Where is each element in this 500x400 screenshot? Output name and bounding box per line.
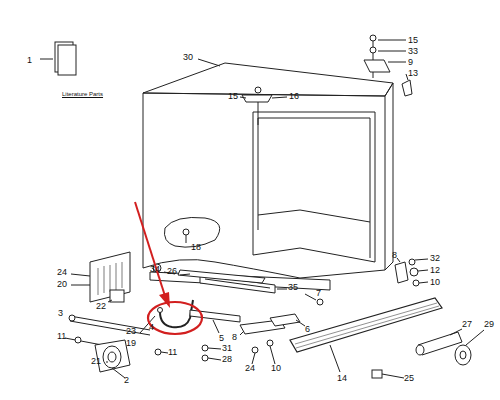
callout-number: 18 bbox=[191, 243, 201, 252]
callout-number: 27 bbox=[462, 320, 472, 329]
callout-number: 11 bbox=[57, 332, 66, 341]
callout-number: 22 bbox=[96, 302, 106, 311]
callout-number: 29 bbox=[484, 320, 494, 329]
callout-number: 14 bbox=[337, 374, 347, 383]
callout-number: 31 bbox=[222, 344, 232, 353]
callout-number: 12 bbox=[430, 266, 440, 275]
callout-number: 35 bbox=[288, 283, 298, 292]
callout-number: 15 bbox=[408, 36, 418, 45]
callout-number: 20 bbox=[57, 280, 67, 289]
callout-number: 28 bbox=[222, 355, 232, 364]
callout-number: 6 bbox=[305, 325, 310, 334]
callout-number: 25 bbox=[404, 374, 414, 383]
callout-number: 3 bbox=[58, 309, 63, 318]
callout-number: 30 bbox=[183, 53, 193, 62]
callout-number: 9 bbox=[408, 58, 413, 67]
callout-number: 26 bbox=[167, 267, 177, 276]
callout-number: 21 bbox=[91, 357, 101, 366]
callout-number: 1 bbox=[27, 56, 32, 65]
callout-number: 5 bbox=[219, 334, 224, 343]
callout-number: 32 bbox=[430, 254, 440, 263]
callout-number: 15 bbox=[228, 92, 238, 101]
callout-number: 13 bbox=[408, 69, 418, 78]
literature-label: Literature Parts bbox=[62, 91, 103, 97]
callout-number: 33 bbox=[408, 47, 418, 56]
callout-number: 24 bbox=[245, 364, 255, 373]
callout-number: 24 bbox=[57, 268, 67, 277]
callout-number: 4 bbox=[149, 323, 154, 332]
callout-number: 16 bbox=[289, 92, 299, 101]
callout-number: 34 bbox=[150, 265, 160, 274]
callout-number: 8 bbox=[392, 251, 397, 260]
callout-number: 2 bbox=[124, 376, 129, 385]
callout-number: 11 bbox=[168, 348, 177, 357]
callout-number: 10 bbox=[271, 364, 281, 373]
callout-number: 10 bbox=[430, 278, 440, 287]
callout-number: 8 bbox=[232, 333, 237, 342]
callout-number: 23 bbox=[126, 327, 136, 336]
callout-number: 19 bbox=[126, 339, 136, 348]
callout-number: 7 bbox=[316, 289, 321, 298]
